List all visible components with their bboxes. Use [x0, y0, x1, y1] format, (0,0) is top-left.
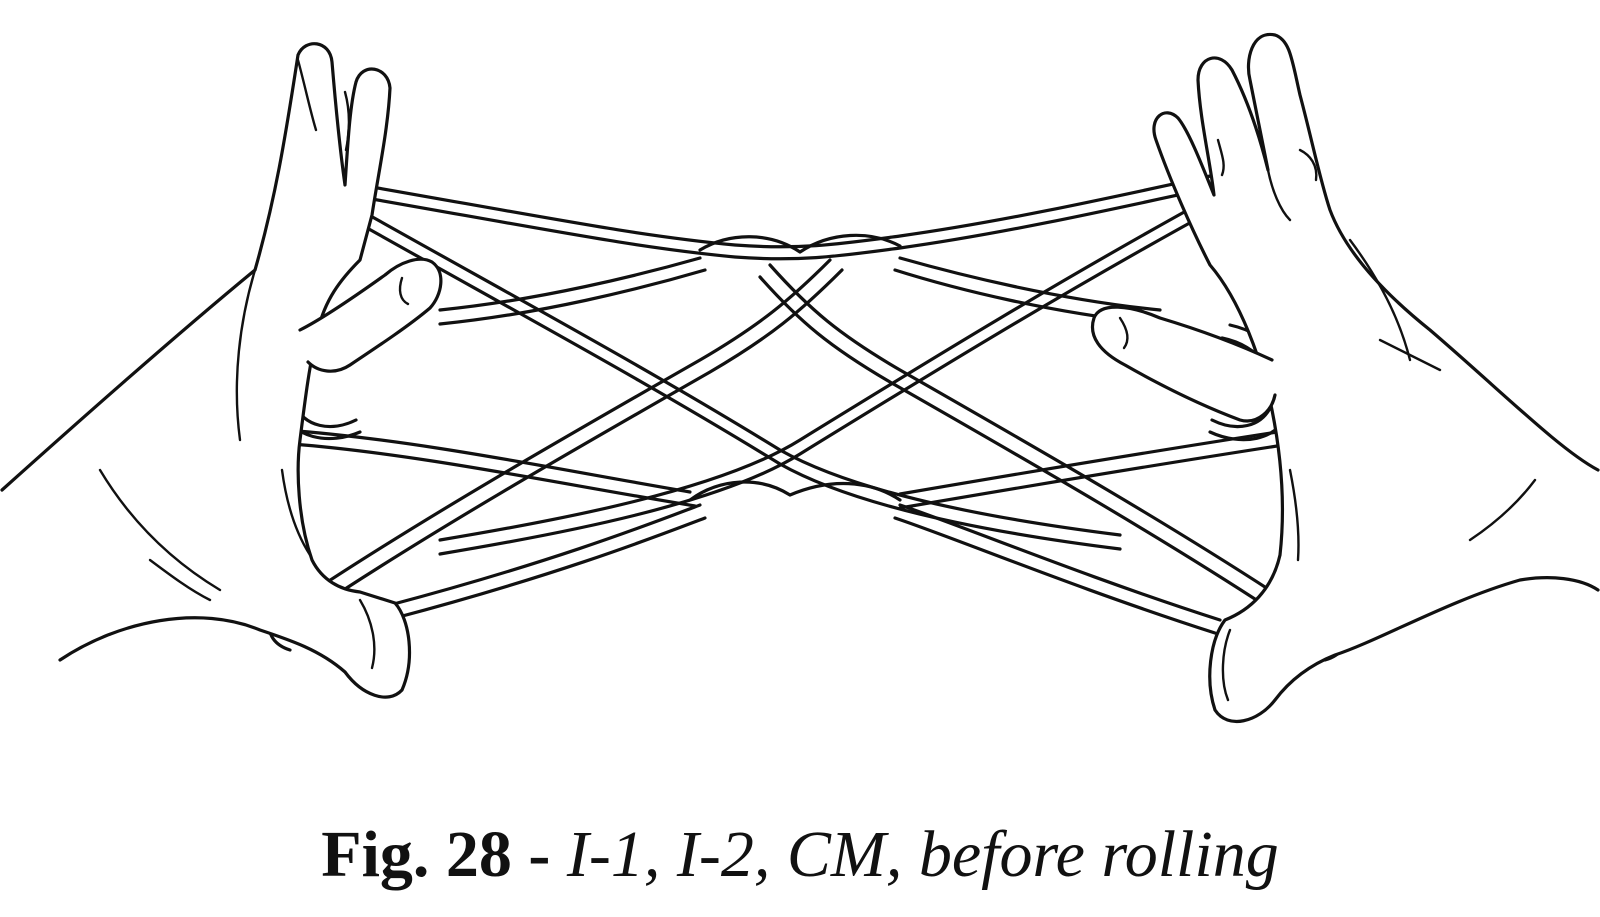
figure-description: I-1, I-2, CM, before rolling: [566, 818, 1279, 891]
left-hand: [0, 42, 443, 699]
figure-caption: Fig. 28 - I-1, I-2, CM, before rolling: [0, 810, 1600, 900]
string-loops: [267, 173, 1346, 662]
figure-label: Fig. 28 -: [321, 818, 551, 891]
right-hand: [1091, 32, 1600, 724]
